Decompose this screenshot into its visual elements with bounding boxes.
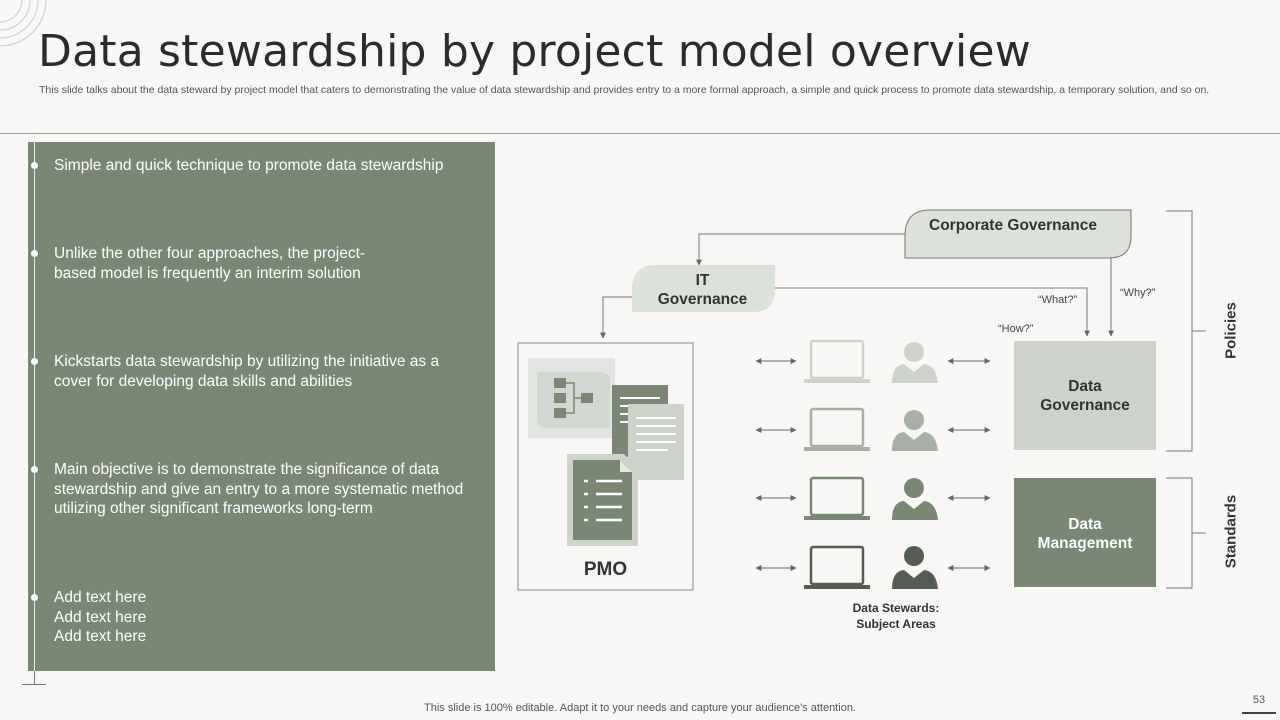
steward-row-2 bbox=[755, 407, 991, 451]
page-title: Data stewardship by project model overvi… bbox=[38, 26, 1031, 77]
document-icon bbox=[567, 454, 638, 546]
it-governance-label: IT Governance bbox=[657, 272, 748, 308]
bullet-dot bbox=[31, 358, 38, 365]
bullet-dot bbox=[31, 594, 38, 601]
how-label: “How?” bbox=[998, 323, 1034, 335]
it-governance-shape bbox=[632, 265, 775, 312]
bullet-dot bbox=[31, 466, 38, 473]
person-icon bbox=[892, 478, 938, 520]
document-icon bbox=[612, 385, 684, 480]
timeline-base bbox=[22, 684, 46, 685]
connector-it-to-pmo bbox=[600, 296, 632, 339]
person-icon bbox=[892, 410, 938, 451]
why-label: “Why?” bbox=[1120, 287, 1156, 299]
connector-it-to-dg bbox=[775, 287, 1090, 337]
laptop-icon bbox=[804, 339, 870, 383]
corporate-governance-shape bbox=[904, 209, 1132, 259]
bullet-item-5: Add text here Add text here Add text her… bbox=[54, 589, 147, 645]
page-number-rule bbox=[1242, 712, 1276, 714]
laptop-icon bbox=[804, 476, 870, 520]
data-management-box bbox=[1014, 478, 1156, 587]
data-governance-label: Data Governance bbox=[1040, 378, 1130, 414]
steward-row-3 bbox=[755, 476, 991, 520]
standards-label: Standards bbox=[1222, 494, 1240, 569]
page-number: 53 bbox=[1252, 694, 1266, 706]
data-stewards-label: Data Stewards: Subject Areas bbox=[852, 601, 940, 631]
bullet-dot bbox=[31, 250, 38, 257]
data-governance-box bbox=[1014, 341, 1156, 450]
footer-note: This slide is 100% editable. Adapt it to… bbox=[424, 702, 856, 714]
bullet-item-3: Kickstarts data stewardship by utilizing… bbox=[54, 353, 440, 390]
page-subtitle: This slide talks about the data steward … bbox=[39, 84, 1210, 96]
bullet-dot bbox=[31, 162, 38, 169]
steward-row-1 bbox=[755, 339, 991, 383]
person-icon bbox=[892, 342, 938, 383]
bullet-item-4: Main objective is to demonstrate the sig… bbox=[54, 461, 464, 517]
header-divider bbox=[0, 133, 1280, 134]
steward-row-4 bbox=[755, 545, 991, 589]
flowchart-icon bbox=[528, 358, 615, 438]
pmo-label: PMO bbox=[583, 559, 628, 580]
corporate-governance-label: Corporate Governance bbox=[929, 217, 1097, 234]
laptop-icon bbox=[804, 545, 870, 589]
data-management-label: Data Management bbox=[1037, 516, 1133, 552]
laptop-icon bbox=[804, 407, 870, 451]
policies-bracket bbox=[1166, 210, 1193, 452]
what-label: “What?” bbox=[1038, 294, 1078, 306]
policies-label: Policies bbox=[1222, 302, 1240, 359]
bullet-item-1: Simple and quick technique to promote da… bbox=[54, 157, 444, 174]
pmo-box bbox=[517, 342, 694, 591]
standards-bracket bbox=[1166, 477, 1193, 589]
person-icon bbox=[892, 546, 938, 589]
timeline-line bbox=[34, 134, 35, 684]
bullet-panel bbox=[28, 142, 495, 671]
bullet-item-2: Unlike the other four approaches, the pr… bbox=[54, 245, 366, 282]
connector-corp-to-it bbox=[696, 233, 905, 266]
timeline-stem bbox=[34, 671, 35, 684]
